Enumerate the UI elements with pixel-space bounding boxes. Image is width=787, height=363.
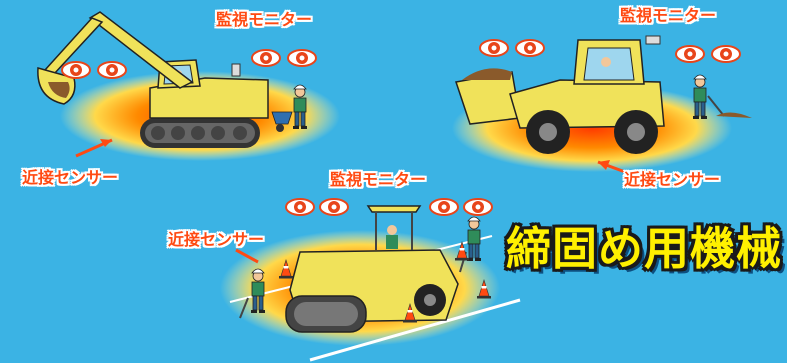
camera-icon — [231, 63, 241, 77]
sensor-label-loader: 近接センサー — [624, 170, 721, 189]
eye-icon — [429, 198, 459, 216]
monitor-label-roller: 監視モニター — [330, 170, 427, 189]
eye-icon — [61, 61, 91, 79]
camera-icon — [645, 35, 661, 45]
eye-icon — [675, 45, 705, 63]
eye-icon — [319, 198, 349, 216]
monitor-label-excavator: 監視モニター — [216, 10, 313, 29]
title-label: 締固め用機械 — [506, 222, 783, 275]
eye-icon — [515, 39, 545, 57]
sensor-label-roller: 近接センサー — [168, 230, 265, 249]
eye-icon — [711, 45, 741, 63]
eye-icon — [287, 49, 317, 67]
sensor-label-excavator: 近接センサー — [22, 168, 119, 187]
eye-icon — [463, 198, 493, 216]
excavator-scene — [37, 11, 340, 161]
monitor-label-loader: 監視モニター — [620, 6, 717, 25]
wheel-loader-scene — [452, 35, 752, 178]
eye-icon — [251, 49, 281, 67]
eye-icon — [97, 61, 127, 79]
eye-icon — [479, 39, 509, 57]
eye-icon — [285, 198, 315, 216]
roller-scene — [220, 198, 521, 362]
